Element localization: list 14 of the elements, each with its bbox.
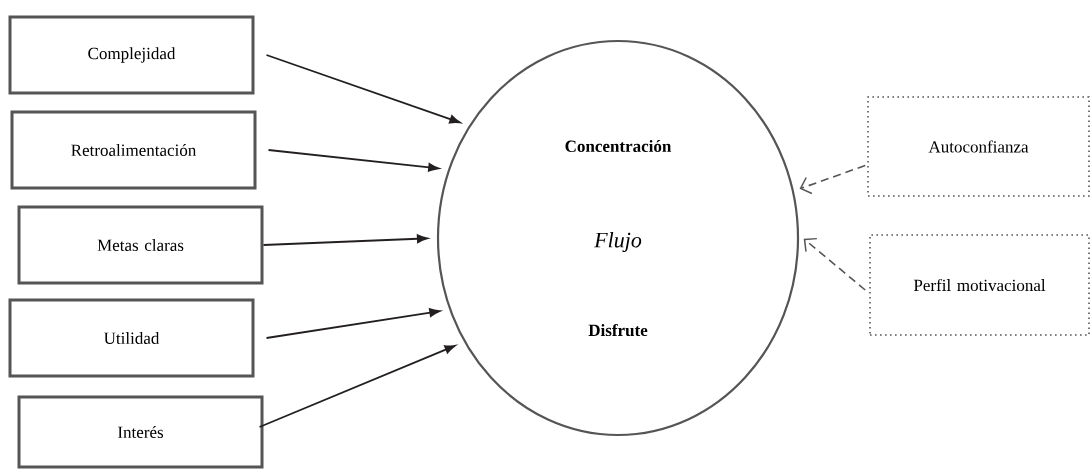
dotted-box: Perfil motivacional bbox=[869, 234, 1090, 336]
arrow bbox=[258, 344, 456, 428]
arrow bbox=[267, 149, 440, 172]
factor-box: Metas claras bbox=[17, 205, 264, 285]
arrow bbox=[262, 234, 428, 246]
factor-box: Complejidad bbox=[8, 15, 255, 95]
arrow bbox=[265, 308, 441, 339]
dotted-box: Autoconfianza bbox=[867, 96, 1090, 197]
factor-box: Interés bbox=[17, 395, 264, 469]
factor-box: Retroalimentación bbox=[10, 110, 257, 190]
arrow bbox=[803, 237, 866, 291]
factor-box: Utilidad bbox=[8, 298, 255, 378]
arrow bbox=[799, 164, 866, 195]
arrow bbox=[265, 54, 461, 124]
